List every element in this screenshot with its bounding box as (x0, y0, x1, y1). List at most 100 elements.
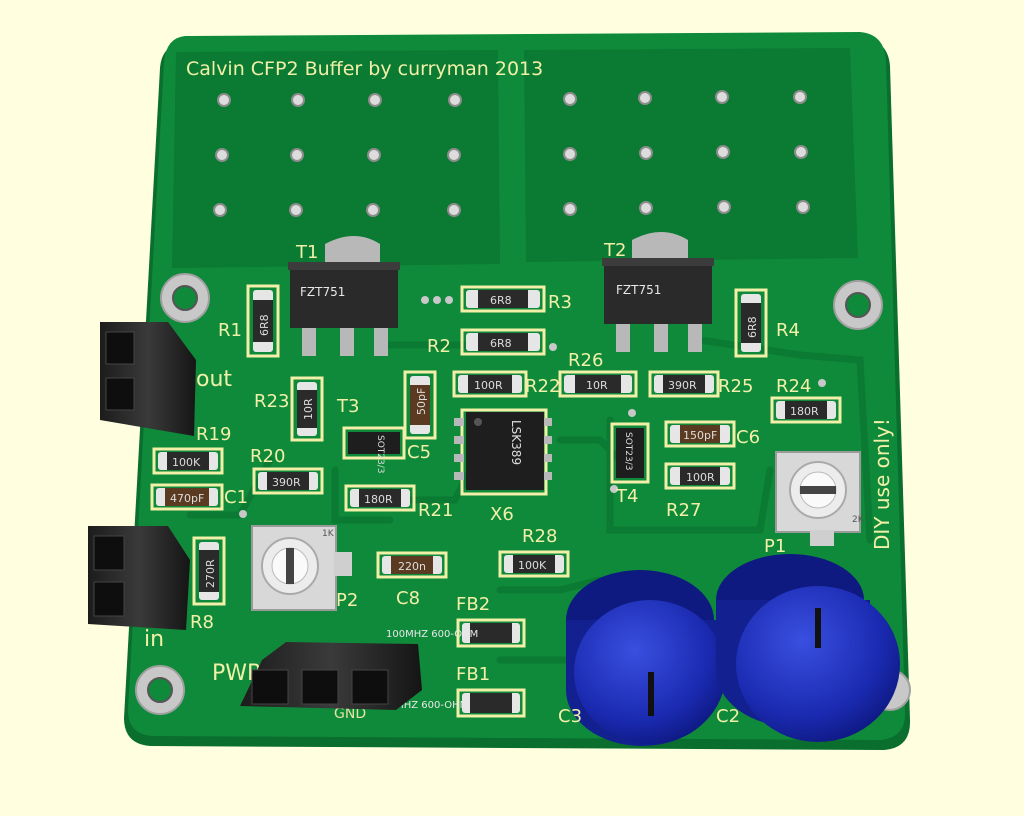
fb1-ref: FB1 (456, 664, 490, 685)
svg-text:470pF: 470pF (170, 492, 204, 505)
r25-ref: R25 (718, 376, 753, 397)
x6-ref: X6 (490, 504, 514, 525)
svg-text:10R: 10R (302, 398, 315, 420)
c1-ref: C1 (224, 487, 248, 508)
svg-text:10R: 10R (586, 379, 608, 392)
connector-out[interactable] (100, 322, 196, 436)
board-title: Calvin CFP2 Buffer by curryman 2013 (186, 58, 543, 80)
gnd-label: GND (334, 706, 366, 722)
resistor-r24: 180R (770, 396, 842, 424)
diy-note: DIY use only! (870, 418, 894, 550)
connector-pwr[interactable] (240, 642, 422, 710)
svg-text:180R: 180R (790, 405, 819, 418)
svg-text:100MHZ 600-OHM: 100MHZ 600-OHM (376, 700, 468, 711)
r24-ref: R24 (776, 376, 811, 397)
transistor-t2: FZT751 (602, 232, 714, 352)
connector-in[interactable] (88, 526, 190, 630)
c5-ref: C5 (407, 442, 431, 463)
resistor-r26: 10R (558, 370, 638, 398)
svg-text:220n: 220n (398, 560, 426, 573)
c2-ref: C2 (716, 706, 740, 727)
p1-ref: P1 (764, 536, 786, 557)
t3-ref: T3 (336, 396, 359, 417)
transistor-t4: SOT23/3 (610, 422, 650, 484)
resistor-r21: 390R (252, 467, 324, 495)
t4-ref: T4 (615, 486, 638, 507)
pot-p2[interactable]: 1K (251, 525, 352, 611)
via (239, 510, 247, 518)
resistor-r25: 390R (648, 370, 720, 398)
via-grid-right (563, 90, 810, 216)
via-row (421, 296, 453, 304)
capacitor-c2 (716, 554, 900, 742)
svg-text:180R: 180R (364, 493, 393, 506)
in-label: in (144, 627, 164, 652)
resistor-r22: 100R (452, 370, 528, 398)
resistor-r8: 270R (192, 536, 226, 606)
mounting-holes (135, 273, 911, 715)
resistor-r2: 6R8 (460, 328, 546, 356)
svg-text:1K: 1K (322, 529, 335, 539)
r27-ref: R27 (666, 500, 701, 521)
svg-text:6R8: 6R8 (490, 337, 512, 350)
r21-ref: R20 (250, 446, 285, 467)
resistor-r28: 100K (498, 550, 570, 578)
svg-text:100K: 100K (518, 559, 547, 572)
resistor-r1: 6R8 (246, 284, 280, 358)
copper-pour-left (172, 50, 500, 268)
resistor-r27: 100R (664, 462, 736, 490)
via (628, 409, 636, 417)
svg-text:6R8: 6R8 (490, 294, 512, 307)
svg-text:150pF: 150pF (683, 429, 717, 442)
svg-text:270R: 270R (204, 559, 217, 588)
capacitor-c1: 470pF (150, 483, 224, 511)
ferrite-fb1: 100MHZ 600-OHM (376, 688, 526, 718)
r4-ref: R4 (776, 320, 800, 341)
capacitor-c6: 150pF (664, 420, 736, 448)
t1-part: FZT751 (300, 285, 345, 299)
r3-ref: R3 (548, 292, 572, 313)
resistor-r19: 100K (152, 447, 224, 475)
svg-text:390R: 390R (668, 379, 697, 392)
c6-ref: C6 (736, 427, 760, 448)
out-label: out (196, 367, 232, 392)
c8-ref: C8 (396, 588, 420, 609)
resistor-r4: 6R8 (734, 288, 768, 358)
svg-text:SOT23/3: SOT23/3 (623, 432, 633, 471)
svg-text:LSK389: LSK389 (509, 420, 523, 465)
resistor-r23: 10R (290, 376, 324, 442)
via (549, 343, 557, 351)
capacitor-c8: 220n (376, 551, 448, 579)
svg-text:SOT23/3: SOT23/3 (375, 435, 385, 474)
fb2-ref: FB2 (456, 594, 490, 615)
resistor-r3: 6R8 (460, 285, 546, 313)
capacitor-c5: 50pF (403, 370, 437, 440)
p2-ref: P2 (336, 590, 358, 611)
svg-text:6R8: 6R8 (258, 314, 271, 336)
r20-ref: R21 (418, 500, 453, 521)
r8-ref: R8 (190, 612, 214, 633)
ic-x6: LSK389 (454, 408, 552, 496)
via-grid-left (213, 93, 462, 217)
svg-text:100K: 100K (172, 456, 201, 469)
svg-text:6R8: 6R8 (746, 316, 759, 338)
resistor-r20: 180R (344, 484, 416, 512)
svg-text:50pF: 50pF (415, 388, 428, 415)
svg-text:100R: 100R (686, 471, 715, 484)
r22-ref: R22 (525, 376, 560, 397)
via (818, 379, 826, 387)
pot-p1[interactable]: 2K (775, 451, 865, 546)
t2-ref: T2 (603, 240, 626, 261)
capacitor-c3 (566, 570, 726, 746)
r19-ref: R19 (196, 424, 231, 445)
transistor-t1: FZT751 (288, 236, 400, 356)
r2-ref: R2 (427, 336, 451, 357)
svg-text:2K: 2K (852, 515, 865, 525)
r26-ref: R26 (568, 350, 603, 371)
r28-ref: R28 (522, 526, 557, 547)
ferrite-fb2: 100MHZ 600-OHM (386, 618, 526, 648)
via (610, 485, 618, 493)
copper-pour-right (524, 48, 858, 262)
